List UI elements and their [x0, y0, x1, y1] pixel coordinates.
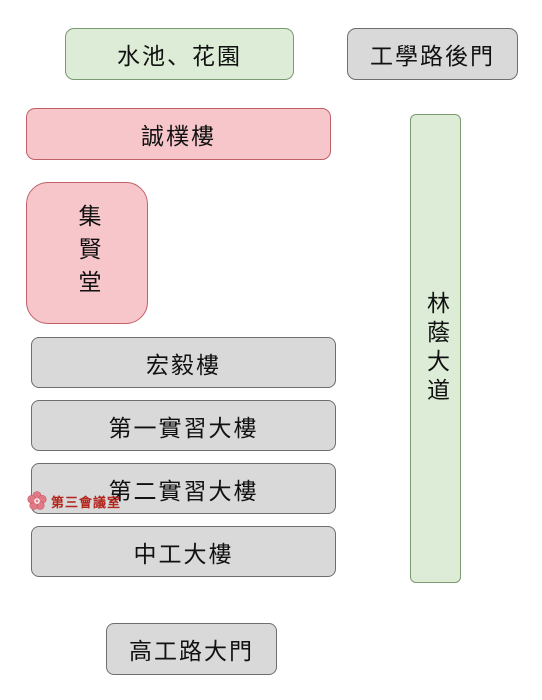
back-gate-label: 工學路後門	[370, 44, 495, 70]
zhonggong-building: 中工大樓	[31, 526, 336, 577]
jixian-hall-label: 集賢堂	[74, 203, 100, 303]
flower-icon	[27, 491, 47, 510]
back-gate: 工學路後門	[347, 28, 518, 80]
tree-boulevard: 林蔭大道	[410, 114, 461, 583]
second-training-building-label: 第二實習大樓	[108, 478, 259, 505]
jixian-hall: 集賢堂	[26, 182, 148, 324]
meeting-room-3-label: 第三會議室	[51, 495, 122, 511]
main-gate: 高工路大門	[106, 623, 277, 675]
chengpu-building-label: 誠樸樓	[141, 124, 216, 150]
hongyi-building-label: 宏毅樓	[146, 352, 221, 379]
pool-garden-area: 水池、花園	[65, 28, 294, 80]
second-training-building: 第二實習大樓	[31, 463, 336, 514]
first-training-building-label: 第一實習大樓	[108, 415, 259, 442]
zhonggong-building-label: 中工大樓	[133, 541, 234, 568]
main-gate-label: 高工路大門	[129, 639, 254, 665]
chengpu-building: 誠樸樓	[26, 108, 331, 160]
hongyi-building: 宏毅樓	[31, 337, 336, 388]
tree-boulevard-label: 林蔭大道	[422, 290, 449, 407]
pool-garden-label: 水池、花園	[117, 44, 242, 70]
meeting-room-3-marker: 第三會議室	[26, 490, 121, 512]
first-training-building: 第一實習大樓	[31, 400, 336, 451]
